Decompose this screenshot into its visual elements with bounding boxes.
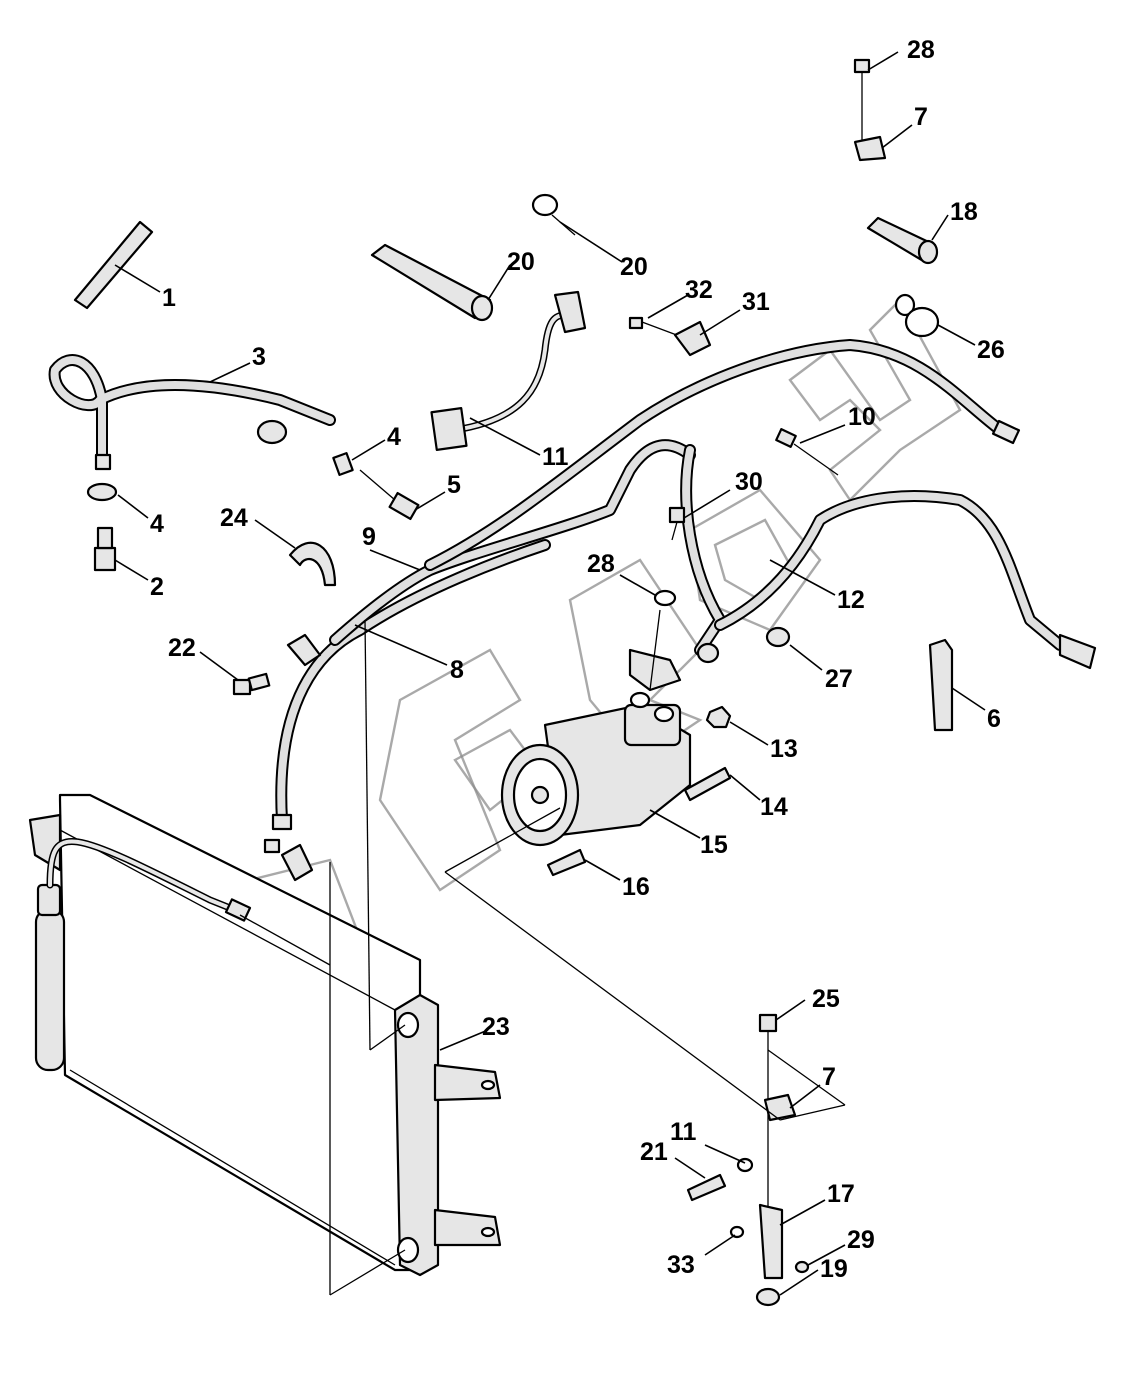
callout-33: 33 bbox=[667, 1251, 695, 1279]
compressor bbox=[500, 609, 692, 847]
callout-10: 10 bbox=[848, 403, 876, 431]
callout-27: 27 bbox=[825, 665, 853, 693]
bolt-22 bbox=[232, 672, 271, 696]
tube-20 bbox=[370, 243, 494, 322]
bolt-28-top bbox=[853, 58, 871, 140]
callout-7-top: 7 bbox=[914, 103, 928, 131]
fitting-27 bbox=[765, 626, 791, 648]
hose-9 bbox=[329, 339, 1021, 646]
condenser-wire bbox=[46, 838, 331, 966]
callout-32: 32 bbox=[685, 276, 713, 304]
seal-24 bbox=[288, 541, 337, 587]
bolt-14 bbox=[683, 766, 732, 802]
callout-24: 24 bbox=[220, 504, 248, 532]
hose-8 bbox=[271, 539, 551, 831]
callout-14: 14 bbox=[760, 793, 788, 821]
callout-7-bottom: 7 bbox=[822, 1063, 836, 1091]
callout-26: 26 bbox=[977, 336, 1005, 364]
callout-19: 19 bbox=[820, 1255, 848, 1283]
clamp-4-lower bbox=[86, 482, 118, 502]
callout-29: 29 bbox=[847, 1226, 875, 1254]
tube-18 bbox=[866, 216, 939, 265]
fitting-right bbox=[696, 642, 720, 664]
connector-10 bbox=[775, 428, 839, 476]
clip-7-top bbox=[853, 135, 887, 162]
callout-3: 3 bbox=[252, 343, 266, 371]
clamp-4-upper bbox=[332, 452, 354, 476]
callout-28-mid: 28 bbox=[587, 550, 615, 578]
assembly-lines bbox=[329, 619, 846, 1296]
callout-20-tube: 20 bbox=[507, 248, 535, 276]
clamp-20 bbox=[531, 193, 576, 236]
fitting-8 bbox=[263, 633, 322, 882]
washer-28-mid bbox=[653, 589, 677, 607]
valve-5 bbox=[359, 469, 420, 521]
hose-12 bbox=[680, 444, 1097, 670]
o-rings-26 bbox=[894, 293, 940, 338]
leader-lines bbox=[114, 51, 986, 1296]
callout-11-harness: 11 bbox=[542, 443, 569, 471]
callout-6: 6 bbox=[987, 705, 1001, 733]
hose-3 bbox=[48, 354, 336, 471]
callout-13: 13 bbox=[770, 735, 798, 763]
bolt-30 bbox=[668, 506, 686, 541]
callout-9: 9 bbox=[362, 523, 376, 551]
callout-25: 25 bbox=[812, 985, 840, 1013]
callout-17: 17 bbox=[827, 1180, 855, 1208]
callout-18: 18 bbox=[950, 198, 978, 226]
callout-23: 23 bbox=[482, 1013, 510, 1041]
callout-30: 30 bbox=[735, 468, 763, 496]
callout-labels: 1 2 3 4 4 5 6 7 7 8 9 10 11 11 12 13 14 … bbox=[150, 36, 1005, 1283]
condenser bbox=[28, 793, 502, 1277]
clip-31 bbox=[673, 320, 712, 357]
callout-22: 22 bbox=[168, 634, 196, 662]
switch-2 bbox=[93, 526, 117, 572]
callout-2: 2 bbox=[150, 573, 164, 601]
callout-8: 8 bbox=[450, 656, 464, 684]
callout-4-lower: 4 bbox=[150, 510, 164, 538]
cap-right bbox=[256, 419, 288, 445]
callout-15: 15 bbox=[700, 831, 728, 859]
nut-13 bbox=[705, 705, 732, 729]
strap-1 bbox=[73, 220, 154, 310]
callout-5: 5 bbox=[447, 471, 461, 499]
callout-1: 1 bbox=[162, 284, 176, 312]
callout-21: 21 bbox=[640, 1138, 668, 1166]
callout-20-clamp: 20 bbox=[620, 253, 648, 281]
callout-12: 12 bbox=[837, 586, 865, 614]
block-6 bbox=[928, 638, 954, 732]
callout-11-washer: 11 bbox=[670, 1118, 697, 1146]
receiver-dryer bbox=[34, 883, 66, 1072]
callout-16: 16 bbox=[622, 873, 650, 901]
bolt-16 bbox=[546, 848, 587, 877]
callout-28-top: 28 bbox=[907, 36, 935, 64]
callout-4-upper: 4 bbox=[387, 423, 401, 451]
harness-11 bbox=[430, 290, 587, 452]
callout-31: 31 bbox=[742, 288, 770, 316]
bracket-assembly bbox=[686, 1013, 810, 1307]
